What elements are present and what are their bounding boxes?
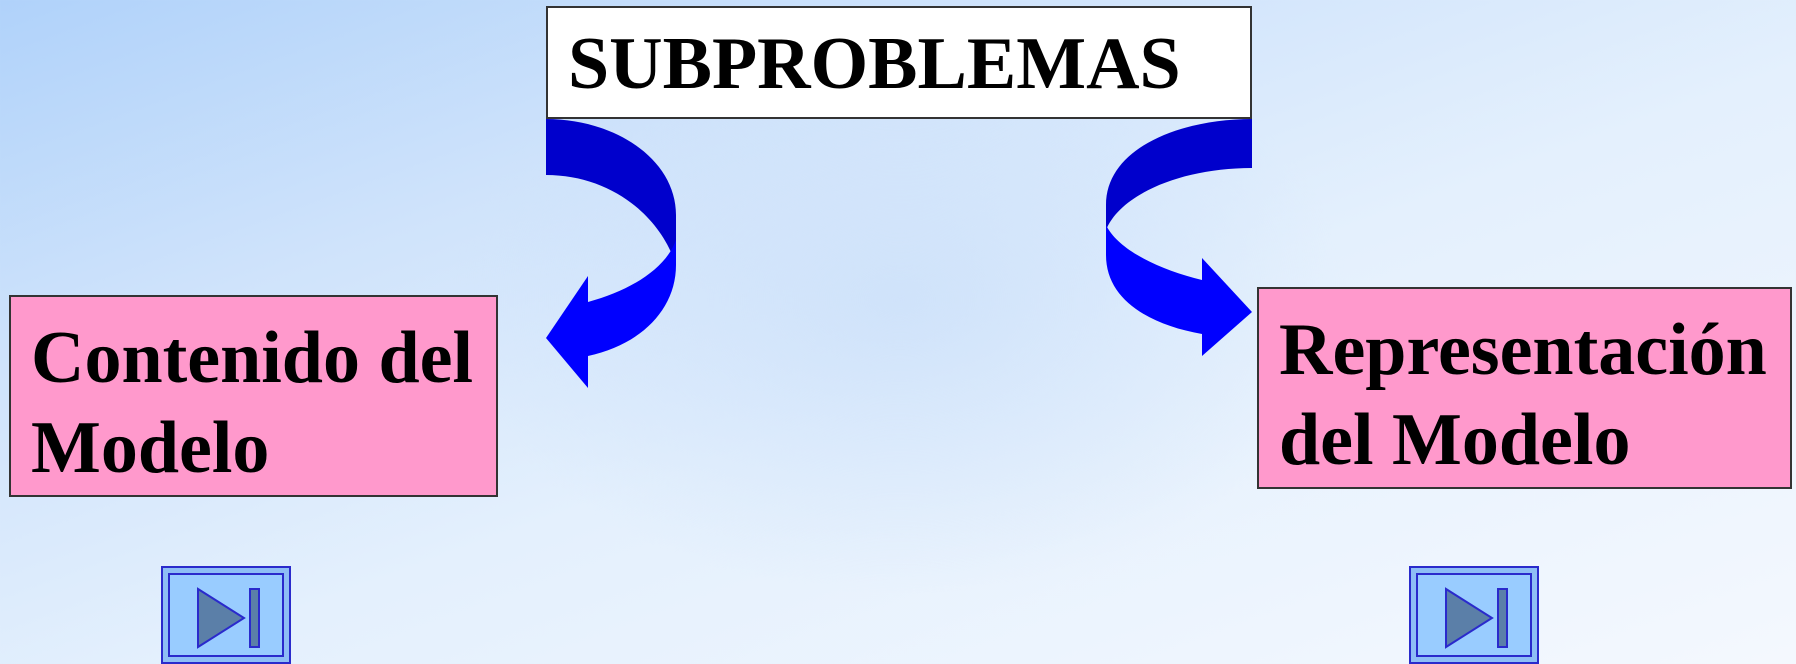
left-box-line-2: Modelo xyxy=(31,407,270,489)
left-arrow-head xyxy=(546,276,588,388)
right-box-line-2: del Modelo xyxy=(1279,399,1631,481)
right-arrow-ribbon-lower xyxy=(1106,205,1202,334)
play-next-icon xyxy=(1445,587,1508,649)
play-next-icon xyxy=(197,587,260,649)
left-box-line-1: Contenido del xyxy=(31,317,474,399)
right-curved-arrow xyxy=(1106,119,1252,356)
right-box-line-1: Representación xyxy=(1279,309,1767,391)
subproblemas-title: SUBPROBLEMAS xyxy=(546,6,1252,119)
right-arrow-ribbon-upper xyxy=(1106,119,1252,230)
representacion-del-modelo-box: Representación del Modelo xyxy=(1257,287,1792,489)
right-next-button[interactable] xyxy=(1409,566,1539,664)
left-arrow-ribbon-lower xyxy=(588,215,676,356)
left-curved-arrow xyxy=(546,119,676,388)
right-arrow-head xyxy=(1202,258,1252,356)
left-arrow-ribbon-upper xyxy=(546,119,676,265)
left-next-button[interactable] xyxy=(161,566,291,664)
contenido-del-modelo-box: Contenido del Modelo xyxy=(9,295,498,497)
